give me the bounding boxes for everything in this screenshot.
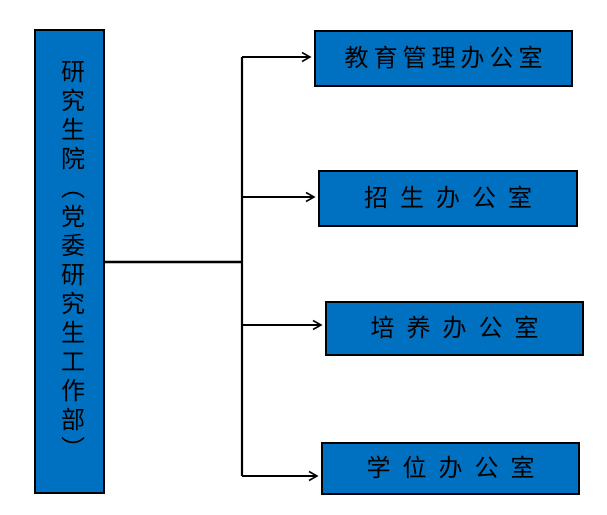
node-education-management-office: 教育管理办公室 (314, 30, 573, 87)
node-label: 学位办公室 (366, 454, 547, 482)
node-degree-office: 学位办公室 (321, 442, 580, 495)
node-label: 招生办公室 (364, 184, 544, 212)
node-root: 研究生院（党委研究生工作部） (34, 29, 105, 494)
node-root-label: 研究生院（党委研究生工作部） (56, 58, 84, 465)
node-label: 培养办公室 (370, 314, 551, 342)
node-admissions-office: 招生办公室 (318, 170, 578, 227)
node-label: 教育管理办公室 (344, 44, 548, 72)
node-training-office: 培养办公室 (325, 301, 584, 356)
